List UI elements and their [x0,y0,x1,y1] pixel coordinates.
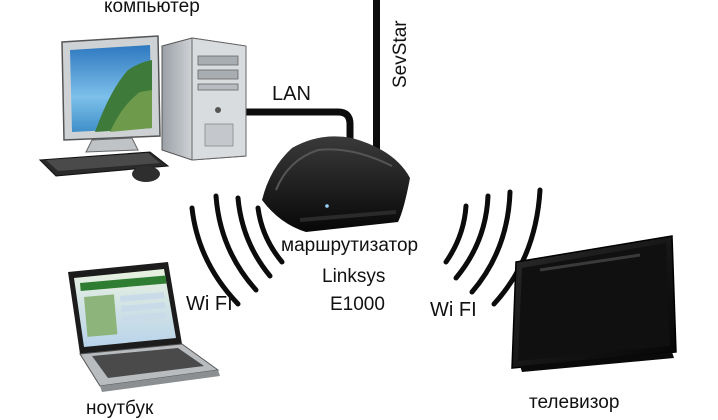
tv-icon [511,235,677,372]
router-model-number-label: E1000 [330,294,385,315]
computer-label: компьютер [104,0,200,17]
router-icon [262,136,410,232]
laptop-icon [68,262,220,392]
tv-label: телевизор [529,392,620,413]
computer-monitor [61,35,161,153]
computer-mouse [132,166,160,182]
lan-label: LAN [272,83,311,105]
computer-keyboard [38,151,170,177]
wifi-label-left: Wi FI [186,293,233,315]
computer-tower [161,37,247,161]
laptop-label: ноутбук [86,398,154,419]
isp-cable [373,0,380,160]
router-model-label: Linksys [322,266,386,287]
wifi-waves-right [443,187,543,307]
router-label: маршрутизатор [281,235,419,256]
wifi-waves-left [189,193,285,307]
isp-label: SevStar [390,20,411,88]
wifi-label-right: Wi FI [430,299,477,321]
lan-cable [238,108,354,150]
